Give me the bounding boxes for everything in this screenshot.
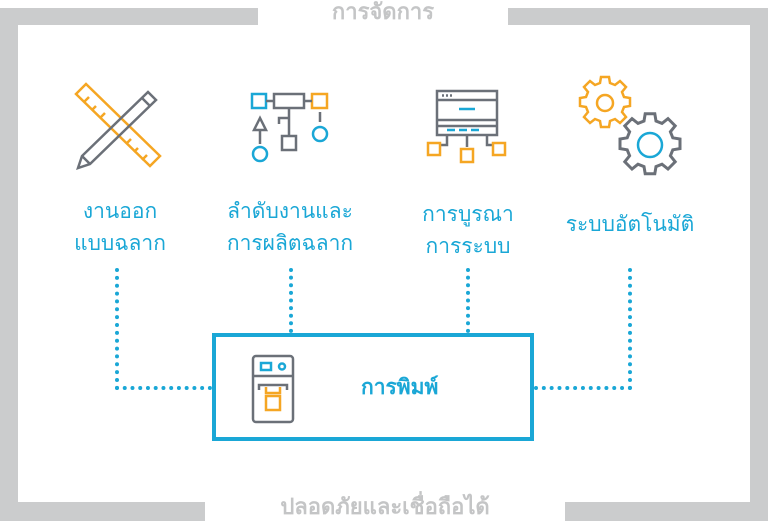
top-title: การจัดการ bbox=[331, 0, 435, 25]
connector-4-h bbox=[534, 386, 632, 390]
gears-icon bbox=[578, 75, 682, 176]
connector-3 bbox=[466, 268, 470, 333]
connector-1-h bbox=[115, 386, 212, 390]
label-line: การผลิตฉลาก bbox=[226, 231, 354, 255]
printing-box: การพิมพ์ bbox=[212, 333, 534, 441]
label-line: แบบฉลาก bbox=[74, 231, 166, 255]
module-label-label-design: งานออก แบบฉลาก bbox=[35, 195, 205, 259]
ruler-pencil-icon bbox=[74, 82, 162, 170]
printing-label: การพิมพ์ bbox=[361, 375, 439, 399]
label-line: งานออก bbox=[82, 199, 158, 223]
module-label-automation: ระบบอัตโนมัติ bbox=[545, 208, 715, 240]
printer-icon bbox=[251, 354, 295, 424]
frame-left bbox=[0, 8, 18, 521]
frame-top-left bbox=[0, 8, 258, 25]
frame-top-right bbox=[508, 8, 768, 25]
label-line: การบูรณา bbox=[422, 202, 514, 226]
module-label-integration: การบูรณา การระบบ bbox=[383, 198, 553, 262]
connector-1 bbox=[115, 268, 119, 390]
connector-2 bbox=[289, 268, 293, 333]
label-line: ระบบอัตโนมัติ bbox=[565, 212, 695, 236]
label-line: การระบบ bbox=[425, 234, 511, 258]
server-network-icon bbox=[426, 89, 507, 164]
frame-bottom-right bbox=[565, 502, 768, 521]
frame-bottom-left bbox=[0, 502, 205, 521]
bottom-title: ปลอดภัยและเชื่อถือได้ bbox=[280, 495, 490, 520]
flowchart-icon bbox=[250, 92, 329, 163]
connector-4 bbox=[628, 268, 632, 390]
module-label-workflow: ลำดับงานและ การผลิตฉลาก bbox=[205, 195, 375, 259]
label-line: ลำดับงานและ bbox=[227, 199, 353, 223]
frame-right bbox=[750, 8, 768, 521]
